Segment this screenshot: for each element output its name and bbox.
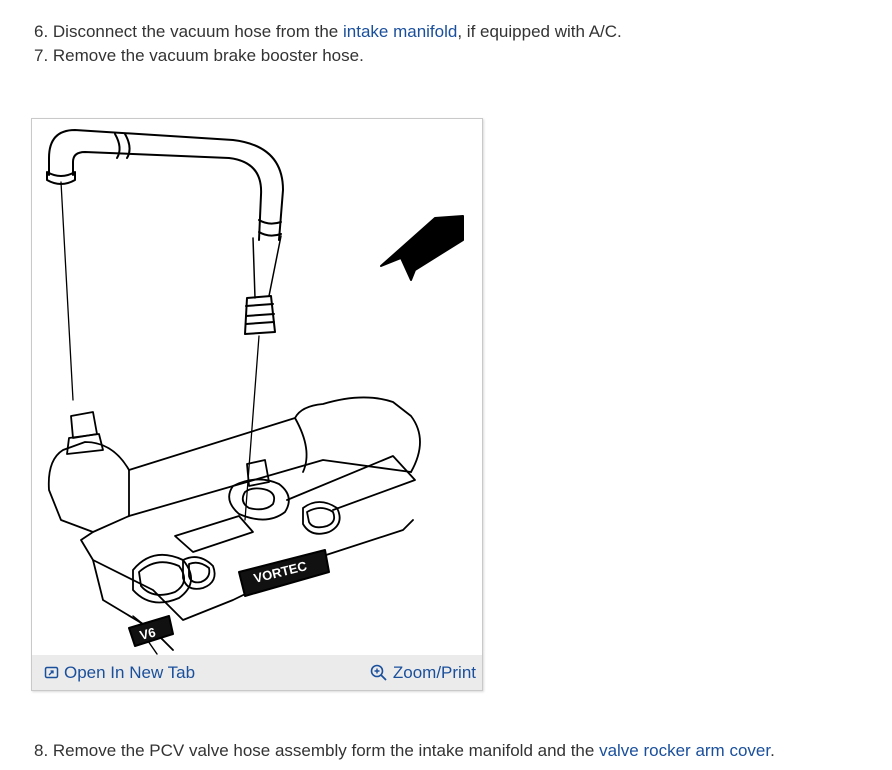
valve-cover bbox=[47, 396, 421, 655]
v6-badge: V6 bbox=[128, 615, 174, 647]
valve-rocker-arm-cover-link[interactable]: valve rocker arm cover bbox=[599, 741, 771, 760]
leader-line-right bbox=[244, 335, 260, 521]
zoom-icon bbox=[370, 664, 387, 681]
step-6: 6. Disconnect the vacuum hose from the i… bbox=[34, 20, 622, 44]
open-new-tab-icon bbox=[44, 666, 59, 679]
zoom-print-link[interactable]: Zoom/Print bbox=[370, 663, 476, 683]
step-6-text-end: , if equipped with A/C. bbox=[457, 22, 622, 41]
step-8-text-end: . bbox=[770, 741, 775, 760]
intake-manifold-link[interactable]: intake manifold bbox=[343, 22, 458, 41]
step-6-text: 6. Disconnect the vacuum hose from the bbox=[34, 22, 343, 41]
vortec-badge: VORTEC bbox=[238, 549, 330, 597]
step-8: 8. Remove the PCV valve hose assembly fo… bbox=[34, 739, 775, 763]
step-7: 7. Remove the vacuum brake booster hose. bbox=[34, 44, 364, 68]
vacuum-hose-tube bbox=[46, 129, 284, 335]
engine-diagram: VORTEC V6 bbox=[46, 129, 464, 655]
front-arrow bbox=[380, 215, 464, 281]
zoom-print-label: Zoom/Print bbox=[392, 662, 476, 682]
figure-toolbar: Open In New Tab Zoom/Print bbox=[32, 655, 482, 690]
open-new-tab-link[interactable]: Open In New Tab bbox=[44, 663, 195, 683]
step-7-text: 7. Remove the vacuum brake booster hose. bbox=[34, 46, 364, 65]
open-new-tab-label: Open In New Tab bbox=[64, 662, 196, 682]
step-8-text: 8. Remove the PCV valve hose assembly fo… bbox=[34, 741, 600, 760]
leader-line-left bbox=[60, 181, 74, 401]
figure-frame: VORTEC V6 Open In New Tab Zoom/Print bbox=[31, 118, 483, 691]
v6-text: V6 bbox=[138, 625, 157, 643]
